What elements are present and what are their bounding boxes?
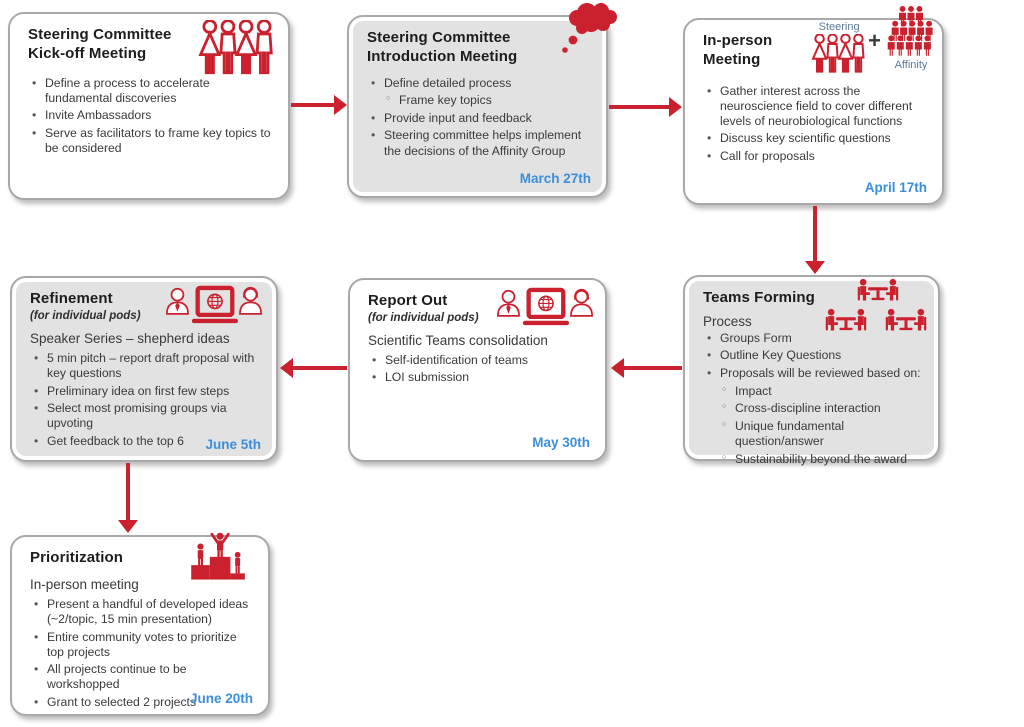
bullet-item: Outline Key Questions xyxy=(703,348,922,363)
plus-sign: + xyxy=(868,28,881,53)
bullet-item: Steering committee helps implement the d… xyxy=(367,128,590,158)
card-report-out: Report Out (for individual pods) Scienti… xyxy=(348,278,607,462)
thought-bubble-icon xyxy=(562,3,617,53)
affinity-label: Affinity xyxy=(894,59,928,71)
bullet-item: Impact xyxy=(703,384,922,399)
bullet-item: Sustainability beyond the award xyxy=(703,452,922,467)
meeting-table-icon xyxy=(857,278,899,301)
lead-text: In-person meeting xyxy=(30,576,139,592)
card-kickoff: Steering Committee Kick-off Meeting Defi… xyxy=(8,12,290,200)
bullet-item: Unique fundamental question/answer xyxy=(703,419,922,449)
flow-arrow-kickoff-to-introduction xyxy=(291,95,347,115)
bullet-item: Invite Ambassadors xyxy=(28,108,272,123)
bullet-item: LOI submission xyxy=(368,370,589,385)
bullet-item: Preliminary idea on first few steps xyxy=(30,384,260,399)
affinity-crowd-icon xyxy=(887,6,933,56)
card-title: Refinement xyxy=(30,290,113,307)
card-title: Steering Committee Introduction Meeting xyxy=(367,29,518,65)
bullet-item: Provide input and feedback xyxy=(367,111,590,126)
bullet-list: Gather interest across the neuroscience … xyxy=(703,84,926,165)
date-badge: March 27th xyxy=(519,171,591,186)
bullet-item: Get feedback to the top 6 xyxy=(30,434,260,449)
card-refinement: Refinement (for individual pods) Speaker… xyxy=(10,276,278,462)
card-subtitle: (for individual pods) xyxy=(30,309,141,322)
meeting-table-icon xyxy=(825,308,867,331)
card-inperson: In-person Meeting Steering + Affinity Ga… xyxy=(683,6,944,205)
bullet-item: Frame key topics xyxy=(367,93,590,108)
bullet-item: Define a process to accelerate fundament… xyxy=(28,76,272,106)
flow-arrow-refinement-to-prioritization xyxy=(118,463,138,533)
card-teams-forming: Teams Forming Process Groups FormOutline… xyxy=(683,275,940,466)
meeting-tables-icon xyxy=(824,277,932,339)
card-title: Report Out xyxy=(368,292,448,309)
meeting-table-icon xyxy=(885,308,927,331)
bullet-item: All projects continue to be workshopped xyxy=(30,662,252,692)
bullet-item: 5 min pitch – report draft proposal with… xyxy=(30,351,260,381)
date-badge: April 17th xyxy=(864,180,927,195)
bullet-item: Serve as facilitators to frame key topic… xyxy=(28,126,272,156)
bullet-list: Present a handful of developed ideas (~2… xyxy=(30,597,252,711)
bullet-item: Grant to selected 2 projects xyxy=(30,695,252,710)
card-title: In-person Meeting xyxy=(703,32,773,68)
bullet-list: 5 min pitch – report draft proposal with… xyxy=(30,351,260,449)
podium-winner-icon xyxy=(191,532,245,580)
bullet-list: Self-identification of teamsLOI submissi… xyxy=(368,353,589,386)
bullet-list: Define a process to accelerate fundament… xyxy=(28,76,272,157)
card-title: Steering Committee Kick-off Meeting xyxy=(28,26,172,62)
flow-arrow-inperson-to-teams xyxy=(805,206,825,274)
steering-people-icon xyxy=(811,34,867,74)
steering-label: Steering xyxy=(818,21,860,33)
bullet-item: Discuss key scientific questions xyxy=(703,131,926,146)
lead-text: Speaker Series – shepherd ideas xyxy=(30,330,230,346)
flow-arrow-introduction-to-inperson xyxy=(609,97,682,117)
date-badge: June 5th xyxy=(205,437,261,452)
bullet-list: Groups FormOutline Key QuestionsProposal… xyxy=(703,331,922,467)
people-laptop-icon xyxy=(497,287,593,326)
bullet-item: Cross-discipline interaction xyxy=(703,401,922,416)
flow-arrow-teams-to-report xyxy=(611,358,682,378)
bullet-item: Gather interest across the neuroscience … xyxy=(703,84,926,129)
bullet-item: Proposals will be reviewed based on: xyxy=(703,366,922,381)
bullet-list: Define detailed processFrame key topicsP… xyxy=(367,76,590,159)
inperson-icon-cluster: Steering + Affinity xyxy=(811,6,940,74)
date-badge: June 20th xyxy=(189,691,253,706)
card-title: Teams Forming xyxy=(703,289,815,306)
bullet-item: Entire community votes to prioritize top… xyxy=(30,630,252,660)
bullet-item: Call for proposals xyxy=(703,149,926,164)
people-group-icon xyxy=(198,20,276,76)
card-prioritization: Prioritization In-person meeti xyxy=(10,532,270,716)
bullet-item: Present a handful of developed ideas (~2… xyxy=(30,597,252,627)
flow-arrow-report-to-refinement xyxy=(280,358,347,378)
date-badge: May 30th xyxy=(532,435,590,450)
card-subtitle: (for individual pods) xyxy=(368,311,479,324)
card-title: Prioritization xyxy=(30,549,124,566)
bullet-item: Define detailed process xyxy=(367,76,590,91)
bullet-item: Groups Form xyxy=(703,331,922,346)
bullet-item: Select most promising groups via upvotin… xyxy=(30,401,260,431)
lead-text: Process xyxy=(703,313,752,329)
bullet-item: Self-identification of teams xyxy=(368,353,589,368)
lead-text: Scientific Teams consolidation xyxy=(368,332,548,348)
card-introduction: Steering Committee Introduction Meeting … xyxy=(347,3,617,198)
people-laptop-icon xyxy=(166,285,262,324)
